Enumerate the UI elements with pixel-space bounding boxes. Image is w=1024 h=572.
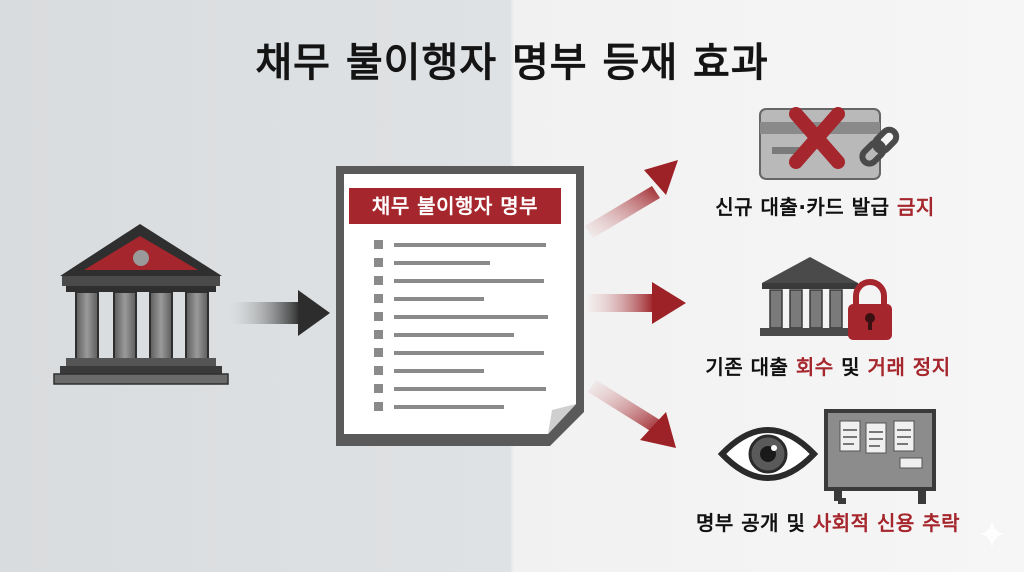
arrow-to-document <box>230 290 330 336</box>
document-header: 채무 불이행자 명부 <box>349 188 561 224</box>
arrow-to-effect-3 <box>588 380 676 448</box>
eye-and-notice-board-icon <box>717 409 936 504</box>
effect-2-highlight: 회수 <box>795 355 834 379</box>
effect-caption-2: 기존 대출 회수 및 거래 정지 <box>688 351 968 380</box>
effect-3-text: 명부 공개 및 <box>695 511 813 535</box>
bank-icon <box>53 224 229 385</box>
effect-3-highlight: 사회적 신용 추락 <box>812 511 961 535</box>
effect-1-text: 신규 대출·카드 발급 <box>715 195 897 219</box>
arrow-to-effect-1 <box>585 160 678 238</box>
page-title: 채무 불이행자 명부 등재 효과 <box>255 40 769 86</box>
effect-2-highlight-2: 거래 정지 <box>867 355 951 379</box>
effect-1-highlight: 금지 <box>896 195 935 219</box>
effect-2-text-2: 및 <box>833 355 868 379</box>
sparkle-icon <box>980 520 1004 548</box>
bank-locked-icon <box>760 257 892 340</box>
blacklist-document-icon <box>336 166 584 446</box>
effect-caption-1: 신규 대출·카드 발급 금지 <box>690 191 960 220</box>
effect-2-text: 기존 대출 <box>705 355 796 379</box>
arrow-to-effect-2 <box>588 282 686 324</box>
credit-card-blocked-icon <box>759 107 900 180</box>
effect-caption-3: 명부 공개 및 사회적 신용 추락 <box>668 507 988 536</box>
